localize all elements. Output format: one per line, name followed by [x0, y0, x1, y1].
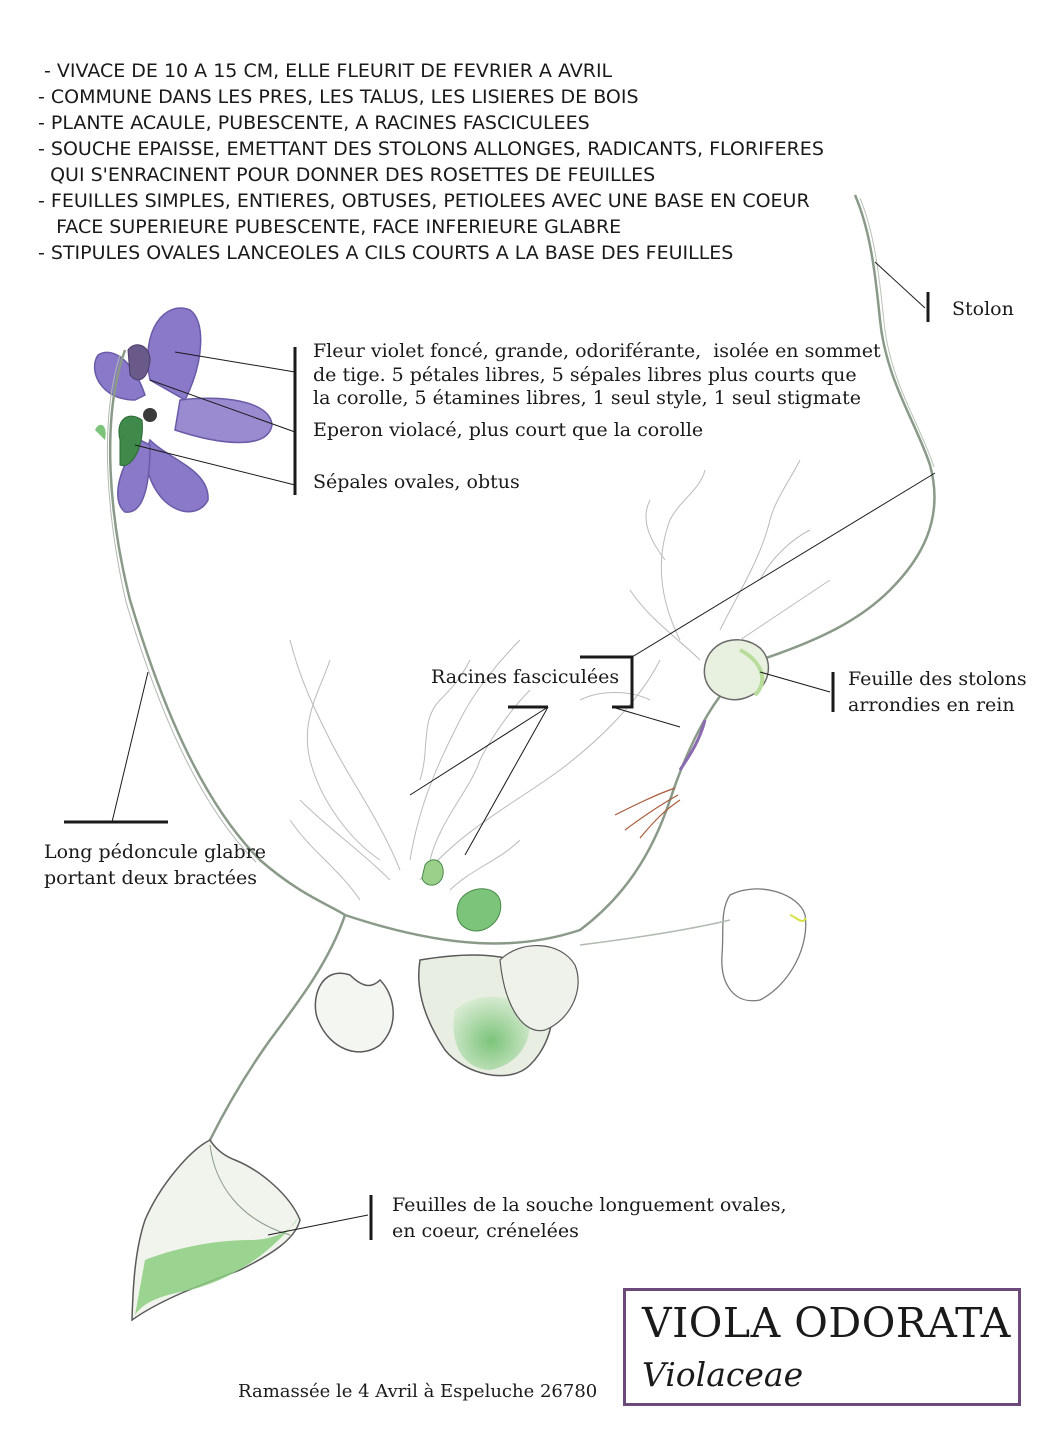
stolon-leaf-label-line-1: Feuille des stolons: [848, 668, 1027, 690]
spur-label: Eperon violacé, plus court que la coroll…: [313, 419, 704, 441]
peduncle: [108, 349, 346, 917]
basal-leaf-label-line-2: en coeur, crénelées: [392, 1220, 579, 1242]
description-line-7: FACE SUPERIEURE PUBESCENTE, FACE INFERIE…: [38, 216, 622, 238]
family-name: Violaceae: [642, 1355, 804, 1394]
flower: [93, 307, 273, 513]
flower-label-line-1: Fleur violet foncé, grande, odoriférante…: [313, 340, 881, 362]
roots-label: Racines fasciculées: [431, 666, 620, 688]
collection-note: Ramassée le 4 Avril à Espeluche 26780: [238, 1381, 598, 1402]
stolon-leaf-label-line-2: arrondies en rein: [848, 694, 1015, 716]
title-box: VIOLA ODORATA Violaceae: [623, 1288, 1021, 1406]
right-leaf: [721, 888, 807, 1002]
stolon-label: Stolon: [952, 298, 1014, 320]
description-line-2: - COMMUNE DANS LES PRES, LES TALUS, LES …: [38, 86, 639, 108]
description-line-4: - SOUCHE EPAISSE, EMETTANT DES STOLONS A…: [38, 138, 824, 160]
peduncle-label-line-2: portant deux bractées: [44, 867, 258, 889]
description-line-1: - VIVACE DE 10 A 15 CM, ELLE FLEURIT DE …: [38, 60, 613, 82]
stolon-leaf: [703, 639, 770, 701]
basal-leaf-label-line-1: Feuilles de la souche longuement ovales,: [392, 1194, 787, 1216]
description-line-5: QUI S'ENRACINENT POUR DONNER DES ROSETTE…: [38, 164, 656, 186]
flower-label-line-3: la corolle, 5 étamines libres, 1 seul st…: [313, 387, 862, 409]
basal-leaf: [131, 1139, 301, 1322]
leader-lines: [64, 261, 936, 1240]
roots: [289, 459, 831, 901]
description-line-6: - FEUILLES SIMPLES, ENTIERES, OBTUSES, P…: [38, 190, 810, 212]
flower-label-line-2: de tige. 5 pétales libres, 5 sépales lib…: [313, 364, 857, 386]
sepals-label: Sépales ovales, obtus: [313, 471, 520, 493]
description-line-3: - PLANTE ACAULE, PUBESCENTE, A RACINES F…: [38, 112, 590, 134]
description-line-8: - STIPULES OVALES LANCEOLES A CILS COURT…: [38, 242, 734, 264]
stolon-stem: [344, 194, 936, 945]
rosette-leaves: [314, 945, 579, 1077]
peduncle-label-line-1: Long pédoncule glabre: [44, 841, 267, 863]
species-name: VIOLA ODORATA: [642, 1299, 1011, 1347]
